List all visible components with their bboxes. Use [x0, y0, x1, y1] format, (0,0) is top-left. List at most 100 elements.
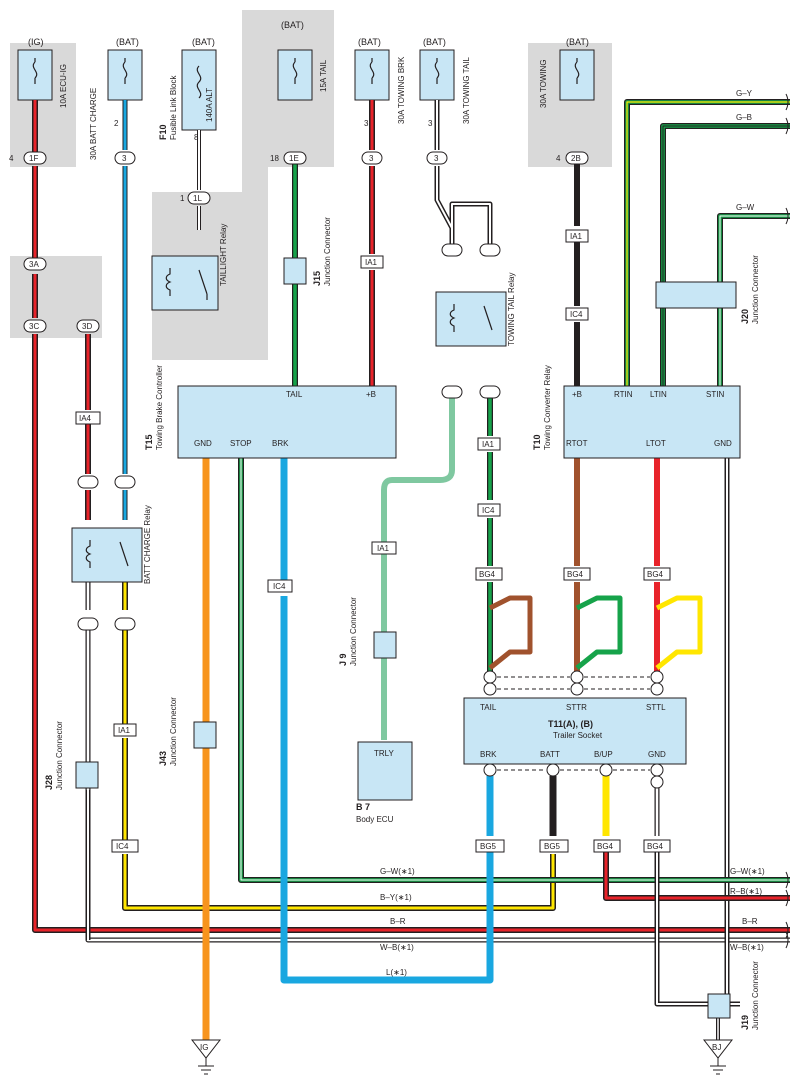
component-code: T10 — [532, 434, 542, 450]
pin-num: 8 — [194, 133, 199, 142]
pin-label: GND — [714, 439, 732, 448]
conn-label: 3 — [434, 154, 439, 163]
junction-name: Junction Connector — [55, 721, 64, 790]
bus-label: G–W(∗1) — [730, 867, 765, 876]
conn-label: BG4 — [567, 570, 584, 579]
junction-name: Junction Connector — [323, 217, 332, 286]
bus-label: W–B(∗1) — [380, 943, 414, 952]
pin-label: STTR — [566, 703, 587, 712]
right-bus-labels: G–Y G–B G–W G–W(∗1) R–B(∗1) B–R W–B(∗1) — [730, 89, 765, 952]
junction-name: Junction Connector — [349, 597, 358, 666]
junction-code: J15 — [312, 271, 322, 286]
bus-breaks — [785, 93, 789, 949]
ground-symbols: IG BJ — [190, 1039, 734, 1075]
conn-label: 3A — [29, 260, 39, 269]
power-label: (BAT) — [192, 37, 215, 47]
conn-label: BG5 — [544, 842, 561, 851]
fuse-label: 10A ECU-IG — [59, 64, 68, 108]
bus-label: W–B(∗1) — [730, 943, 764, 952]
towing-brake-controller: TAIL +B GND STOP BRK T15 Towing Brake Co… — [144, 365, 397, 459]
conn-label: IC4 — [570, 310, 583, 319]
bus-label: B–R — [742, 917, 758, 926]
pin-num: 4 — [9, 154, 14, 163]
component-name: Towing Converter Relay — [543, 365, 552, 450]
bus-label: R–B(∗1) — [730, 887, 762, 896]
ground-label: IG — [200, 1043, 208, 1052]
towing-tail-relay — [435, 291, 507, 347]
bus-label: G–W — [736, 203, 755, 212]
ground-label: BJ — [712, 1043, 721, 1052]
conn-label: IC4 — [116, 842, 129, 851]
taillight-relay — [151, 255, 219, 311]
socket-pin-circles — [483, 670, 664, 789]
inline-connectors — [75, 229, 671, 853]
pin-num: 3 — [364, 119, 369, 128]
conn-label: 3D — [82, 322, 92, 331]
relay-label: BATT CHARGE Relay — [143, 505, 152, 584]
bus-label: G–W(∗1) — [380, 867, 415, 876]
pin-ties — [497, 676, 650, 771]
conn-label: 2B — [571, 154, 581, 163]
fuse-symbols — [32, 58, 580, 99]
fuse-label: 30A TOWING TAIL — [462, 56, 471, 124]
conn-label: 3 — [369, 154, 374, 163]
pin-label: +B — [366, 390, 376, 399]
junction-code: J43 — [158, 751, 168, 766]
fusible-link-code: F10 — [158, 124, 168, 140]
component-code: T11(A), (B) — [548, 719, 593, 729]
pin-num: 2 — [114, 119, 119, 128]
conn-label: IA1 — [118, 726, 131, 735]
fuse-labels: 10A ECU-IG 30A BATT CHARGE 140A ALT 15A … — [59, 56, 548, 160]
junction-connectors — [75, 257, 737, 1019]
power-label: (BAT) — [566, 37, 589, 47]
conn-label: IA1 — [365, 258, 378, 267]
bus-label: G–Y — [736, 89, 753, 98]
power-label: (BAT) — [281, 20, 304, 30]
conn-label: 1F — [29, 154, 38, 163]
inline-connector-labels: IA4 IA1 IA1 IC4 IA1 IC4 BG4 BG4 BG4 IA1 … — [79, 232, 664, 851]
conn-label: BG4 — [647, 570, 664, 579]
conn-label: BG4 — [647, 842, 664, 851]
pin-label: GND — [194, 439, 212, 448]
trailer-socket: TAIL STTR STTL T11(A), (B) Trailer Socke… — [463, 697, 687, 765]
fuse-label: 140A ALT — [205, 88, 214, 122]
power-label: (IG) — [28, 37, 44, 47]
power-label: (BAT) — [116, 37, 139, 47]
conn-label: IA4 — [79, 414, 92, 423]
bus-label: B–R — [390, 917, 406, 926]
conn-label: 1E — [289, 154, 299, 163]
fuse-label: 30A BATT CHARGE — [89, 88, 98, 160]
fuse-label: 15A TAIL — [319, 59, 328, 92]
pin-num: 4 — [556, 154, 561, 163]
conn-label: 3C — [29, 322, 39, 331]
bus-label: B–Y(∗1) — [380, 893, 412, 902]
junction-code: J19 — [740, 1015, 750, 1030]
connector-oval-labels: 1F 3 1L 1E 3 3 2B 3A 3C 3D 4 2 1 18 3 3 … — [9, 119, 581, 331]
junction-labels: J15 Junction Connector J20 Junction Conn… — [44, 217, 760, 1030]
relay-label: TAILLIGHT Relay — [219, 224, 228, 286]
junction-code: J28 — [44, 775, 54, 790]
pin-label: RTIN — [614, 390, 633, 399]
junction-name: Junction Connector — [169, 697, 178, 766]
fusible-link-name: Fusible Link Block — [169, 75, 178, 140]
component-name: Towing Brake Controller — [155, 365, 164, 450]
pin-label: B/UP — [594, 750, 613, 759]
conn-label: BG4 — [479, 570, 496, 579]
conn-label: 1L — [193, 194, 202, 203]
power-source-labels: (IG) (BAT) (BAT) (BAT) (BAT) (BAT) (BAT) — [28, 20, 589, 47]
conn-label: IC4 — [273, 582, 286, 591]
towing-converter-relay: +B RTIN LTIN STIN RTOT LTOT GND T10 Towi… — [532, 365, 741, 459]
pin-label: TAIL — [480, 703, 497, 712]
pin-label: LTOT — [646, 439, 666, 448]
conn-label: IC4 — [482, 506, 495, 515]
fuse-label: 30A TOWING — [539, 59, 548, 108]
pin-label: STOP — [230, 439, 252, 448]
batt-charge-relay — [71, 527, 143, 583]
conn-label: BG4 — [597, 842, 614, 851]
pin-num: 18 — [270, 154, 279, 163]
component-name: Trailer Socket — [553, 731, 603, 740]
junction-name: Junction Connector — [751, 255, 760, 324]
pin-label: RTOT — [566, 439, 588, 448]
power-label: (BAT) — [423, 37, 446, 47]
